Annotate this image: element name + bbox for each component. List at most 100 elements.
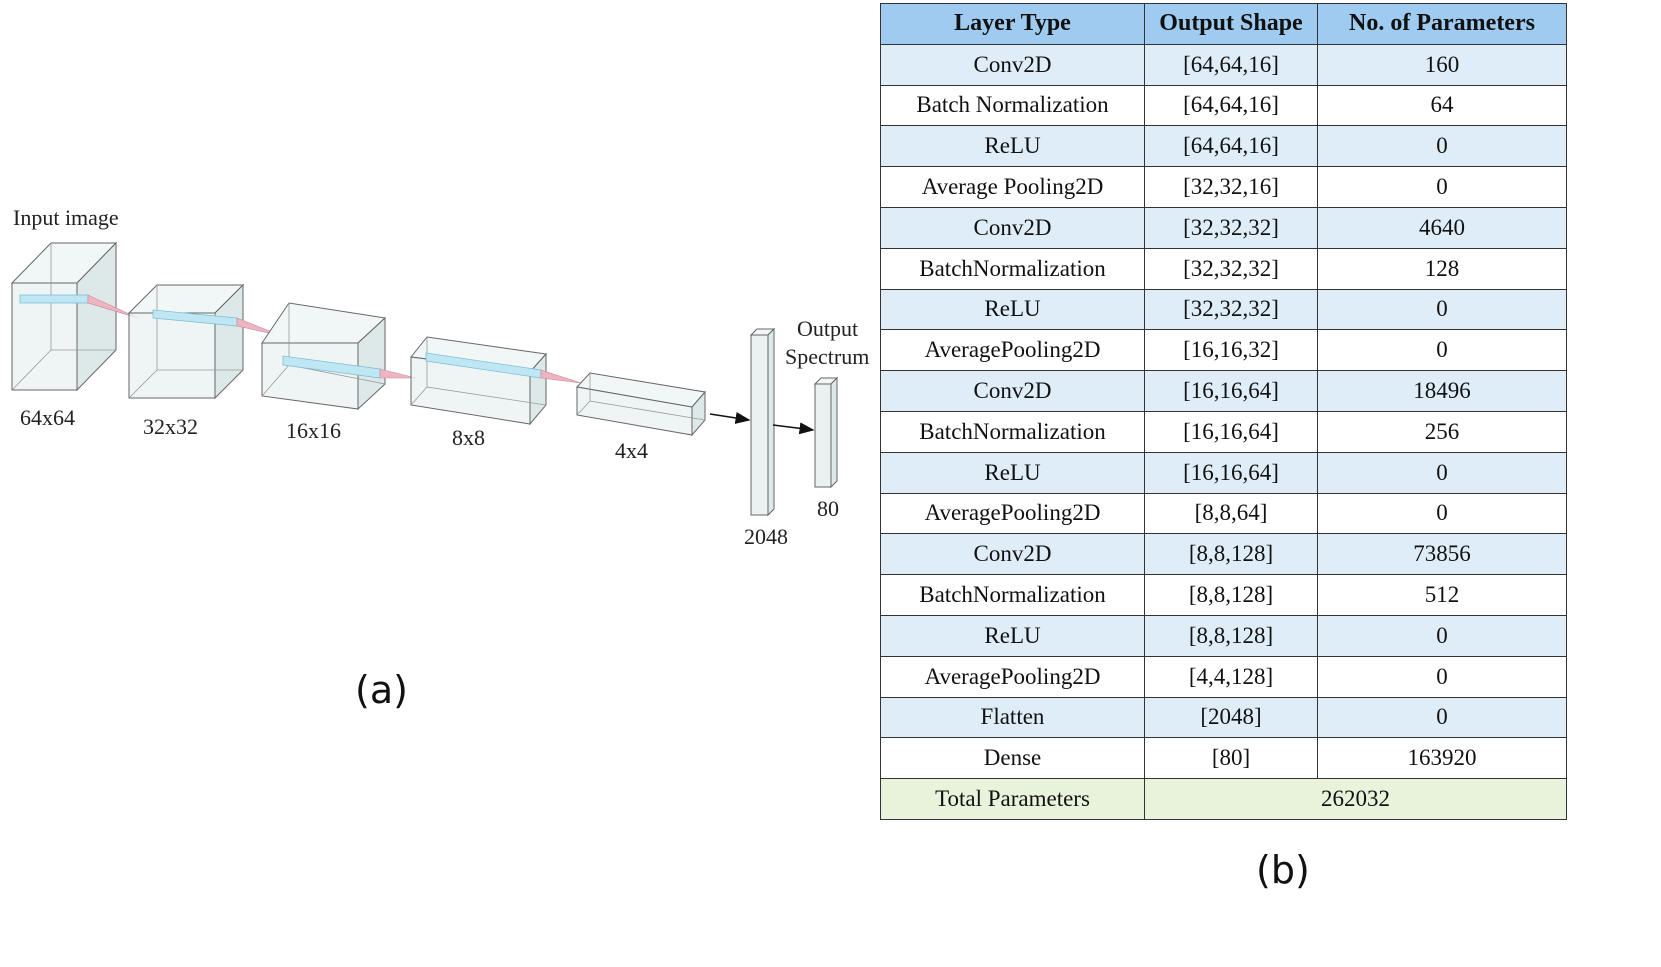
cell-output-shape: [64,64,16] — [1144, 43, 1318, 86]
cell-num-parameters: 64 — [1317, 84, 1567, 127]
table-row: BatchNormalization[32,32,32]128 — [880, 247, 1567, 290]
cnn-architecture-diagram: Input image 64x64 32x32 16x16 8x8 4x4 20… — [10, 205, 869, 549]
table-row: AveragePooling2D[4,4,128]0 — [880, 655, 1567, 698]
cell-output-shape: [32,32,16] — [1144, 166, 1318, 208]
cell-output-shape: [32,32,32] — [1144, 206, 1318, 249]
feature-block-16x16 — [261, 302, 417, 411]
block-label-32x32: 32x32 — [143, 414, 198, 439]
cell-layer-type: AveragePooling2D — [880, 329, 1145, 372]
table-row: BatchNormalization[16,16,64]256 — [880, 410, 1567, 453]
cell-output-shape: [64,64,16] — [1144, 125, 1318, 168]
table-row: AveragePooling2D[8,8,64]0 — [880, 492, 1567, 535]
cell-output-shape: [2048] — [1144, 696, 1318, 739]
cell-output-shape: [16,16,32] — [1144, 329, 1318, 372]
cell-layer-type: AveragePooling2D — [880, 492, 1145, 535]
flatten-vector-2048 — [749, 327, 776, 517]
cell-num-parameters: 73856 — [1317, 533, 1567, 576]
cell-layer-type: ReLU — [880, 451, 1145, 494]
cell-layer-type: Conv2D — [880, 370, 1145, 412]
cell-layer-type: ReLU — [880, 288, 1145, 331]
cell-layer-type: AveragePooling2D — [880, 655, 1145, 698]
cell-num-parameters: 163920 — [1317, 737, 1567, 780]
feature-block-4x4 — [576, 372, 706, 437]
total-row: Total Parameters 262032 — [880, 778, 1567, 820]
vector-label-80: 80 — [817, 496, 839, 521]
output-label-line1: Output — [797, 316, 858, 341]
cell-output-shape: [16,16,64] — [1144, 410, 1318, 453]
block-label-64x64: 64x64 — [20, 405, 75, 430]
panel-label-a: (a) — [355, 668, 408, 712]
table-row: BatchNormalization[8,8,128]512 — [880, 574, 1567, 616]
cell-num-parameters: 0 — [1317, 655, 1567, 698]
total-value: 262032 — [1144, 778, 1567, 820]
dense-vector-80 — [813, 376, 839, 489]
cell-output-shape: [8,8,128] — [1144, 574, 1318, 616]
panel-label-b: (b) — [1256, 848, 1310, 892]
cell-output-shape: [8,8,128] — [1144, 533, 1318, 576]
cell-num-parameters: 0 — [1317, 329, 1567, 372]
cell-num-parameters: 0 — [1317, 492, 1567, 535]
cell-num-parameters: 0 — [1317, 614, 1567, 657]
cell-layer-type: Conv2D — [880, 206, 1145, 249]
cell-num-parameters: 512 — [1317, 574, 1567, 616]
table-row: Conv2D[16,16,64]18496 — [880, 370, 1567, 412]
cell-num-parameters: 0 — [1317, 125, 1567, 168]
header-layer-type: Layer Type — [880, 3, 1145, 45]
cell-num-parameters: 4640 — [1317, 206, 1567, 249]
cell-layer-type: Batch Normalization — [880, 84, 1145, 127]
cell-layer-type: ReLU — [880, 614, 1145, 657]
table-row: ReLU[64,64,16]0 — [880, 125, 1567, 168]
block-label-4x4: 4x4 — [615, 438, 648, 463]
cell-layer-type: Dense — [880, 737, 1145, 780]
feature-block-8x8 — [410, 336, 582, 426]
input-image-label: Input image — [13, 205, 119, 230]
cell-layer-type: BatchNormalization — [880, 410, 1145, 453]
table-row: ReLU[8,8,128]0 — [880, 614, 1567, 657]
cell-layer-type: ReLU — [880, 125, 1145, 168]
cell-output-shape: [8,8,64] — [1144, 492, 1318, 535]
cell-num-parameters: 160 — [1317, 43, 1567, 86]
block-label-16x16: 16x16 — [286, 418, 341, 443]
cell-layer-type: BatchNormalization — [880, 247, 1145, 290]
cell-layer-type: Conv2D — [880, 43, 1145, 86]
cell-num-parameters: 0 — [1317, 166, 1567, 208]
arrow-to-dense — [772, 422, 815, 435]
cell-output-shape: [80] — [1144, 737, 1318, 780]
cell-output-shape: [16,16,64] — [1144, 451, 1318, 494]
output-label-line2: Spectrum — [785, 344, 869, 369]
cell-layer-type: Flatten — [880, 696, 1145, 739]
cell-num-parameters: 0 — [1317, 696, 1567, 739]
total-label: Total Parameters — [880, 778, 1145, 820]
cell-num-parameters: 0 — [1317, 451, 1567, 494]
cell-output-shape: [16,16,64] — [1144, 370, 1318, 412]
table-row: Dense[80]163920 — [880, 737, 1567, 780]
feature-block-64x64 — [10, 241, 139, 392]
table-row: ReLU[32,32,32]0 — [880, 288, 1567, 331]
cell-output-shape: [8,8,128] — [1144, 614, 1318, 657]
table-row: Conv2D[8,8,128]73856 — [880, 533, 1567, 576]
cell-output-shape: [64,64,16] — [1144, 84, 1318, 127]
cell-output-shape: [32,32,32] — [1144, 288, 1318, 331]
cell-num-parameters: 128 — [1317, 247, 1567, 290]
table-row: Flatten[2048]0 — [880, 696, 1567, 739]
cell-output-shape: [32,32,32] — [1144, 247, 1318, 290]
table-row: Conv2D[32,32,32]4640 — [880, 206, 1567, 249]
cell-num-parameters: 18496 — [1317, 370, 1567, 412]
table-row: Average Pooling2D[32,32,16]0 — [880, 166, 1567, 208]
table-row: Batch Normalization[64,64,16]64 — [880, 84, 1567, 127]
cell-layer-type: Average Pooling2D — [880, 166, 1145, 208]
header-num-parameters: No. of Parameters — [1317, 3, 1567, 45]
table-row: ReLU[16,16,64]0 — [880, 451, 1567, 494]
table-header-row: Layer Type Output Shape No. of Parameter… — [880, 3, 1567, 45]
feature-block-32x32 — [127, 283, 283, 400]
cell-layer-type: Conv2D — [880, 533, 1145, 576]
table-row: Conv2D[64,64,16]160 — [880, 43, 1567, 86]
vector-label-2048: 2048 — [744, 524, 788, 549]
layer-parameters-table: Layer Type Output Shape No. of Parameter… — [880, 3, 1567, 820]
cell-layer-type: BatchNormalization — [880, 574, 1145, 616]
header-output-shape: Output Shape — [1144, 3, 1318, 45]
cell-output-shape: [4,4,128] — [1144, 655, 1318, 698]
cell-num-parameters: 256 — [1317, 410, 1567, 453]
cell-num-parameters: 0 — [1317, 288, 1567, 331]
arrow-to-flatten — [709, 412, 751, 424]
